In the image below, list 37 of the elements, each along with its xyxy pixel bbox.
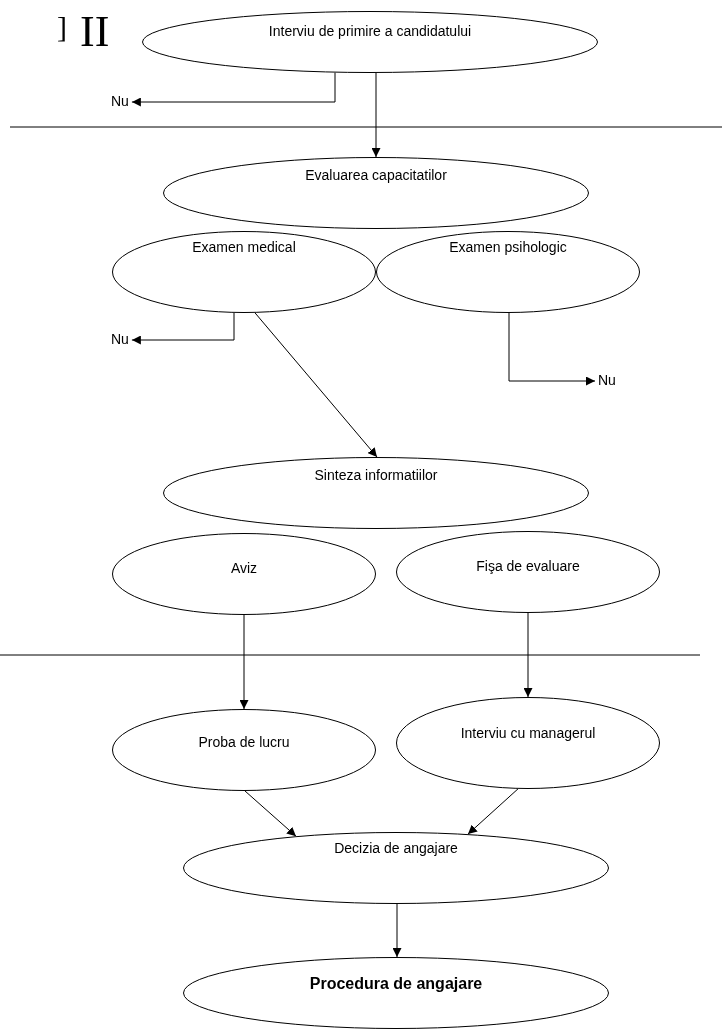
process-ellipse	[396, 531, 660, 613]
section-mark: ]	[57, 12, 67, 42]
arrow	[244, 790, 297, 837]
node-text: Decizia de angajare	[334, 840, 458, 856]
arrow	[254, 312, 378, 458]
section-mark: II	[80, 10, 110, 54]
node-text: Fişa de evaluare	[476, 558, 580, 574]
node-text: Interviu de primire a candidatului	[268, 23, 472, 39]
process-ellipse	[396, 697, 660, 789]
node-text: Proba de lucru	[198, 734, 290, 750]
arrow	[392, 903, 402, 958]
process-ellipse	[376, 231, 640, 313]
arrow	[371, 72, 381, 158]
arrow	[508, 312, 596, 386]
node-text: Aviz	[230, 560, 258, 576]
arrow	[131, 72, 336, 107]
process-ellipse	[142, 11, 598, 73]
process-ellipse	[112, 533, 376, 615]
node-text: Examen psihologic	[449, 239, 567, 255]
arrow	[467, 788, 519, 835]
node-text: Examen medical	[192, 239, 296, 255]
outcome-text: Nu	[111, 93, 129, 109]
process-ellipse	[112, 709, 376, 791]
node-text: Sinteza informatiilor	[314, 467, 438, 483]
process-ellipse	[112, 231, 376, 313]
arrow	[131, 312, 235, 345]
arrow	[239, 614, 249, 710]
outcome-text: Nu	[111, 331, 129, 347]
node-text: Procedura de angajare	[309, 975, 483, 993]
process-ellipse	[183, 957, 609, 1029]
node-text: Evaluarea capacitatilor	[305, 167, 447, 183]
outcome-text: Nu	[598, 372, 616, 388]
process-ellipse	[163, 457, 589, 529]
arrow	[523, 612, 533, 698]
process-ellipse	[163, 157, 589, 229]
process-ellipse	[183, 832, 609, 904]
node-text: Interviu cu managerul	[460, 725, 596, 741]
